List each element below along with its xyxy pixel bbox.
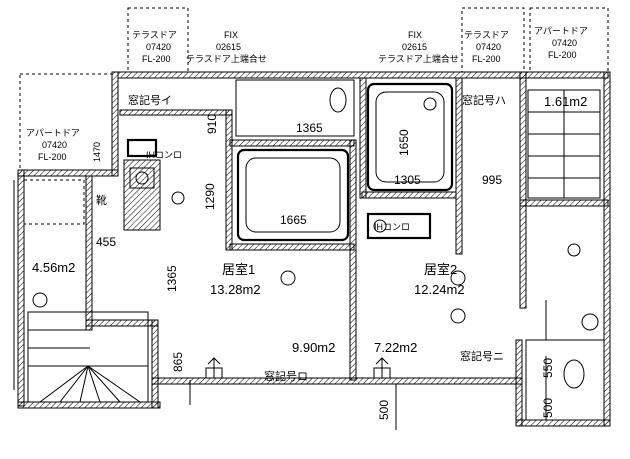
apart-door-left-line2: 07420	[42, 140, 67, 150]
window-label-ni: 窓記号ニ	[460, 349, 504, 363]
terrace-door-left-line2: 07420	[146, 42, 171, 52]
sink-icon	[135, 171, 149, 185]
bath-unit-right	[366, 82, 454, 192]
staircase-left	[27, 311, 149, 403]
terrace-door-right-line2: 07420	[476, 42, 501, 52]
fix-right-line1: FIX	[408, 30, 422, 40]
toilet-top	[235, 79, 355, 137]
room1-name: 居室1	[222, 262, 255, 277]
dim-455: 455	[96, 235, 116, 249]
apart-door-right-line3: FL-200	[548, 50, 577, 60]
ih-stove-left-label: IHコンロ	[146, 150, 182, 160]
bath-unit-left	[236, 148, 350, 242]
apart-door-left-line3: FL-200	[38, 152, 67, 162]
area-left: 4.56m2	[32, 260, 75, 275]
terrace-door-right-line3: FL-200	[472, 54, 501, 64]
shoe-storage-label: 靴	[96, 193, 107, 207]
room2-area: 12.24m2	[414, 282, 465, 297]
dim-1365-top: 1365	[296, 121, 323, 135]
room2-name: 居室2	[424, 262, 457, 277]
fix-left-line1: FIX	[224, 30, 238, 40]
window-label-i: 窓記号イ	[128, 93, 172, 107]
ih-burner-icon	[373, 219, 387, 233]
sink-left	[129, 167, 155, 189]
dim-910: 910	[205, 114, 219, 134]
dim-1305: 1305	[394, 173, 421, 187]
interior-walls	[85, 71, 609, 385]
area-mid1: 9.90m2	[292, 340, 335, 355]
area-mid2: 7.22m2	[374, 340, 417, 355]
dim-500-left: 500	[377, 400, 391, 420]
dimension-lines	[13, 180, 547, 430]
ih-stove-right-label: IHコンロ	[374, 222, 410, 232]
dim-995: 995	[482, 173, 502, 187]
dim-865: 865	[171, 352, 185, 372]
room1-area: 13.28m2	[210, 282, 261, 297]
ih-stove-left	[126, 138, 158, 158]
dim-1470: 1470	[92, 142, 102, 162]
apart-door-right-line1: アパートドア	[534, 26, 588, 36]
apart-door-right-line2: 07420	[552, 38, 577, 48]
dim-1650: 1650	[397, 129, 411, 156]
staircase-right	[527, 89, 601, 199]
ceiling-markers	[32, 97, 581, 324]
dim-1665: 1665	[280, 213, 307, 227]
terrace-door-left-line3: FL-200	[142, 54, 171, 64]
dim-500-right: 500	[541, 398, 555, 418]
fix-right-line3: テラスドア上端合せ	[378, 53, 459, 64]
toilet-bottom-right	[525, 313, 605, 421]
window-label-ha: 窓記号ハ	[462, 93, 506, 107]
fix-right-line2: 02615	[402, 42, 427, 52]
window-arrows	[205, 357, 391, 379]
window-label-ro: 窓記号ロ	[264, 369, 308, 383]
terrace-door-right-line1: テラスドア	[464, 30, 509, 40]
fix-left-line2: 02615	[216, 42, 241, 52]
dim-1290: 1290	[203, 183, 217, 210]
ih-stove-right	[366, 212, 432, 240]
area-top-right: 1.61m2	[544, 94, 587, 109]
apart-door-left-line1: アパートドア	[26, 128, 80, 138]
terrace-door-left-line1: テラスドア	[132, 30, 177, 40]
outer-walls	[17, 71, 611, 427]
dim-1365-left: 1365	[165, 265, 179, 292]
dim-550: 550	[541, 358, 555, 378]
fix-left-line3: テラスドア上端合せ	[186, 53, 267, 64]
balcony-outlines	[19, 7, 609, 225]
